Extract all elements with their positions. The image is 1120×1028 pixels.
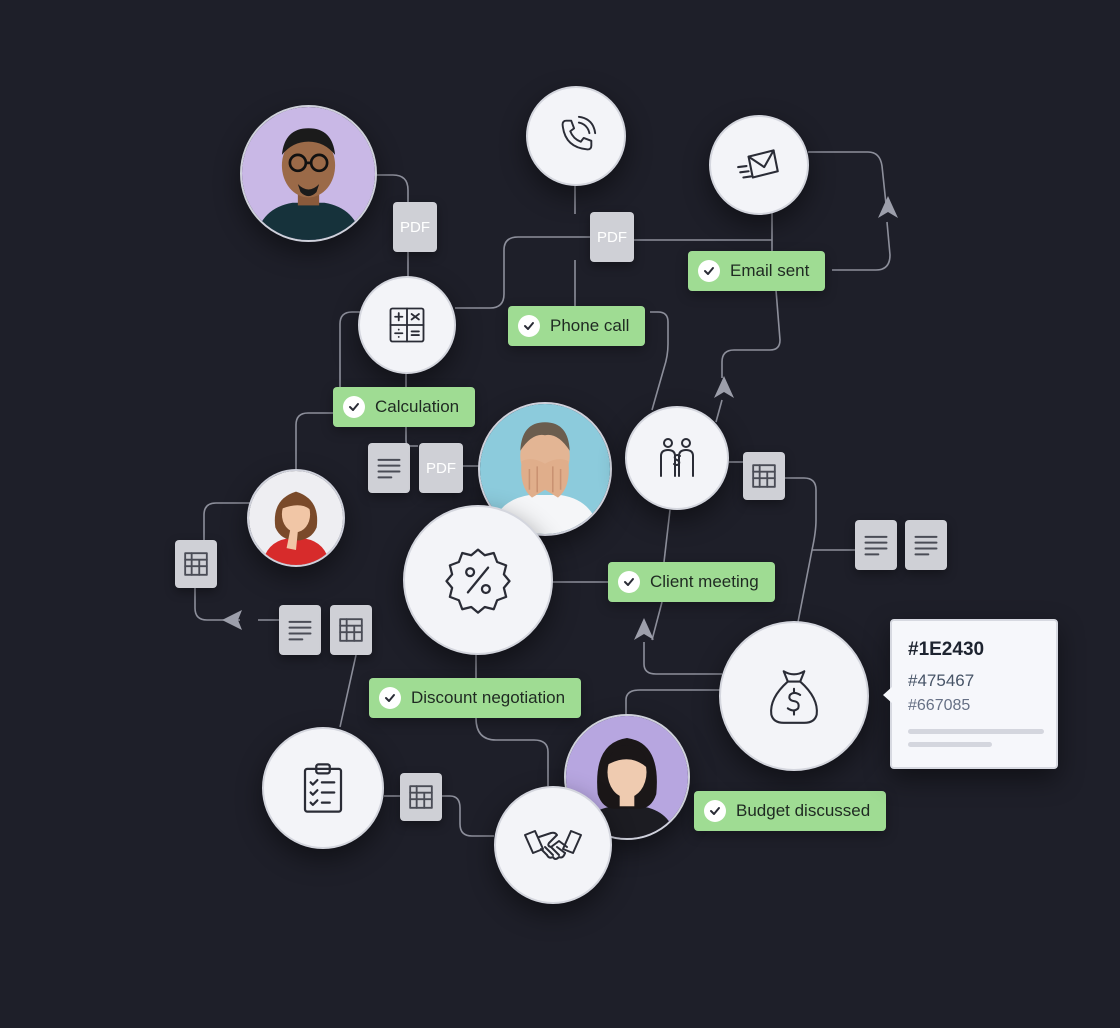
pdf-tile-2[interactable]: PDF bbox=[590, 212, 634, 262]
budget-node[interactable] bbox=[719, 621, 869, 771]
percent-badge-icon bbox=[445, 548, 511, 614]
phone-node[interactable] bbox=[526, 86, 626, 186]
badge-client-meeting[interactable]: Client meeting bbox=[608, 562, 775, 602]
badge-label: Email sent bbox=[730, 261, 810, 280]
color-tertiary: #667085 bbox=[908, 697, 971, 714]
spreadsheet-tile-2[interactable] bbox=[175, 540, 217, 588]
spreadsheet-icon bbox=[184, 552, 208, 576]
check-icon bbox=[343, 396, 365, 418]
check-icon bbox=[704, 800, 726, 822]
calculator-icon bbox=[389, 307, 425, 343]
spreadsheet-icon bbox=[339, 618, 363, 642]
spreadsheet-icon bbox=[409, 785, 433, 809]
pdf-tile-1[interactable]: PDF bbox=[393, 202, 437, 252]
phone-icon bbox=[561, 115, 597, 151]
spreadsheet-tile-1[interactable] bbox=[743, 452, 785, 500]
badge-email-sent[interactable]: Email sent bbox=[688, 251, 826, 291]
check-icon bbox=[618, 571, 640, 593]
check-icon bbox=[698, 260, 720, 282]
avatar-man-glasses bbox=[240, 105, 377, 242]
text-lines-icon bbox=[288, 620, 312, 641]
text-doc-tile-4[interactable] bbox=[279, 605, 321, 655]
handshake-node[interactable] bbox=[494, 786, 612, 904]
badge-budget-discussed[interactable]: Budget discussed bbox=[694, 791, 887, 831]
pdf-label: PDF bbox=[426, 459, 456, 477]
text-doc-tile-2[interactable] bbox=[855, 520, 897, 570]
text-doc-tile-3[interactable] bbox=[905, 520, 947, 570]
calculator-node[interactable] bbox=[358, 276, 456, 374]
check-icon bbox=[379, 687, 401, 709]
spreadsheet-tile-3[interactable] bbox=[330, 605, 372, 655]
clipboard-checklist-icon bbox=[303, 763, 343, 813]
color-secondary: #475467 bbox=[908, 671, 975, 690]
checklist-node[interactable] bbox=[262, 727, 384, 849]
placeholder-bar bbox=[908, 729, 1044, 734]
spreadsheet-icon bbox=[752, 464, 776, 488]
text-lines-icon bbox=[914, 535, 938, 556]
people-deal-icon bbox=[660, 438, 694, 477]
badge-label: Phone call bbox=[550, 316, 630, 335]
color-palette-card: #1E2430 #475467 #667085 bbox=[883, 619, 1058, 769]
spreadsheet-tile-4[interactable] bbox=[400, 773, 442, 821]
avatar-woman-thinking bbox=[247, 469, 345, 567]
money-bag-icon bbox=[770, 670, 818, 724]
badge-label: Discount negotiation bbox=[411, 688, 566, 707]
badge-label: Client meeting bbox=[650, 572, 759, 591]
placeholder-bar bbox=[908, 742, 992, 747]
discount-node[interactable] bbox=[403, 505, 553, 655]
check-icon bbox=[518, 315, 540, 337]
badge-phone-call[interactable]: Phone call bbox=[508, 306, 646, 346]
text-lines-icon bbox=[864, 535, 888, 556]
pdf-tile-3[interactable]: PDF bbox=[419, 443, 463, 493]
badge-label: Calculation bbox=[375, 397, 460, 416]
pdf-label: PDF bbox=[400, 218, 430, 236]
pdf-label: PDF bbox=[597, 228, 627, 246]
badge-calculation[interactable]: Calculation bbox=[333, 387, 476, 427]
meeting-node[interactable] bbox=[625, 406, 729, 510]
color-primary: #1E2430 bbox=[908, 639, 985, 660]
badge-label: Budget discussed bbox=[736, 801, 871, 820]
badge-discount-negotiation[interactable]: Discount negotiation bbox=[369, 678, 582, 718]
text-lines-icon bbox=[377, 458, 401, 479]
handshake-icon bbox=[524, 830, 582, 860]
email-node[interactable] bbox=[709, 115, 809, 215]
text-doc-tile-1[interactable] bbox=[368, 443, 410, 493]
envelope-icon bbox=[737, 149, 779, 179]
